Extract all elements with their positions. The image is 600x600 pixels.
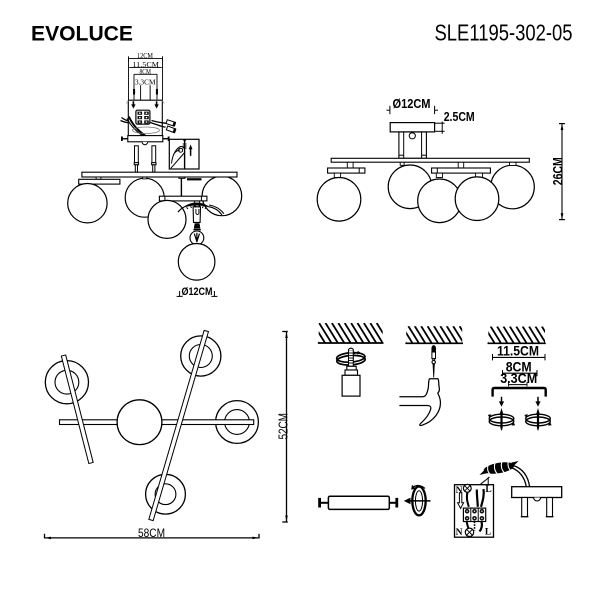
svg-text:2.5CM: 2.5CM — [444, 109, 475, 124]
svg-text:8CM: 8CM — [139, 67, 151, 76]
svg-text:12CM: 12CM — [137, 51, 153, 60]
svg-text:L: L — [485, 485, 491, 495]
svg-text:3.3CM: 3.3CM — [500, 371, 537, 386]
svg-text:SLE1195-302-05: SLE1195-302-05 — [435, 20, 573, 46]
svg-text:N: N — [456, 528, 463, 538]
svg-text:58CM: 58CM — [138, 526, 165, 540]
svg-text:11.5CM: 11.5CM — [132, 60, 159, 69]
svg-text:52CM: 52CM — [276, 413, 291, 440]
svg-text:N: N — [456, 486, 463, 496]
svg-text:3.3CM: 3.3CM — [135, 77, 156, 86]
svg-text:Ø12CM: Ø12CM — [393, 96, 431, 111]
svg-text:8CM: 8CM — [506, 360, 532, 375]
svg-text:L: L — [485, 528, 491, 538]
svg-text:Ø12CM: Ø12CM — [182, 286, 213, 298]
svg-text:11.5CM: 11.5CM — [497, 344, 539, 359]
svg-text:EVOLUCE: EVOLUCE — [31, 22, 133, 45]
svg-text:26CM: 26CM — [551, 157, 566, 185]
